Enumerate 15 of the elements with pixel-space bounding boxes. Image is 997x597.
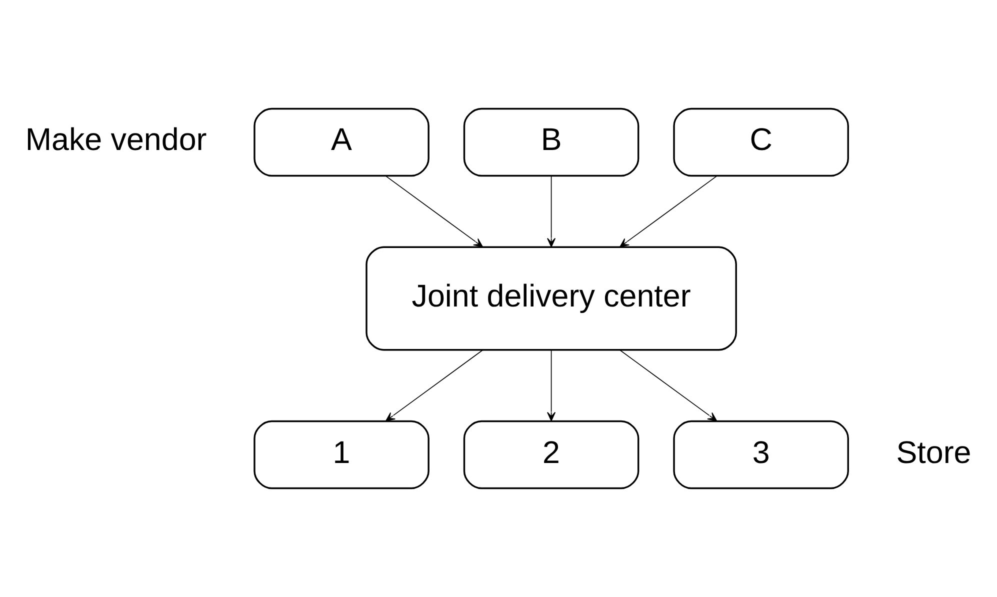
node-box: B	[463, 108, 640, 177]
arrow	[386, 350, 484, 422]
label: Make vendor	[25, 122, 207, 158]
node-box: 1	[254, 420, 430, 490]
arrow	[620, 350, 718, 422]
node-box: 2	[463, 420, 640, 490]
node-box: 3	[673, 420, 849, 490]
node-box: Joint delivery center	[366, 246, 737, 351]
arrow	[547, 175, 556, 248]
node-box: A	[254, 108, 430, 177]
arrow	[620, 175, 718, 248]
arrow	[547, 350, 556, 422]
label: Store	[896, 434, 972, 470]
node-box: C	[673, 108, 849, 177]
arrow	[385, 175, 484, 248]
